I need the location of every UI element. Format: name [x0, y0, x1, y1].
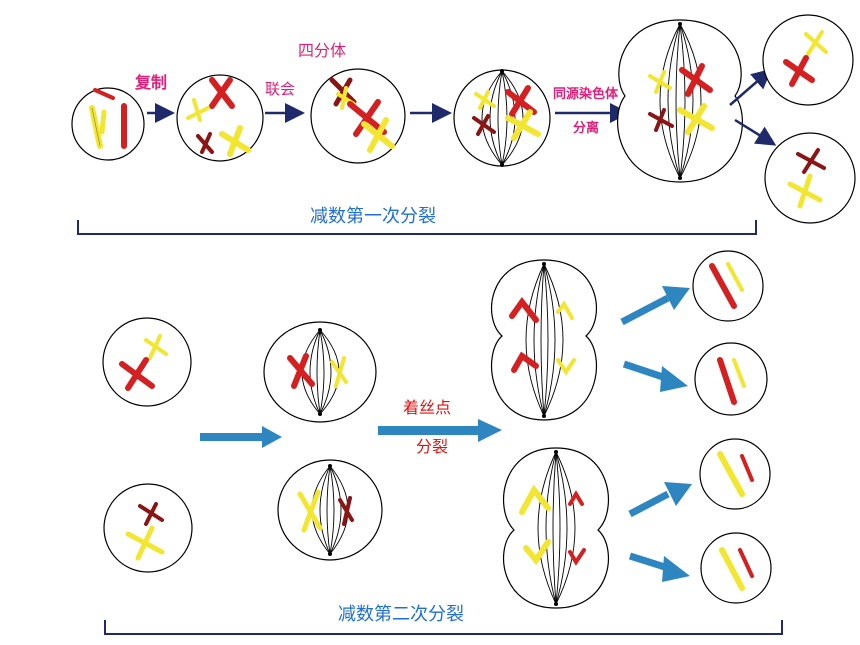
- arrow-gamete-4: [628, 552, 690, 582]
- label-centromere-split-2: 分裂: [416, 437, 448, 456]
- gamete-cell-2: [694, 342, 768, 416]
- spindle: [659, 23, 702, 179]
- arrow-gamete-3: [628, 482, 692, 518]
- chromatid: [509, 296, 539, 323]
- chromosome-replicated: [209, 77, 235, 109]
- chromosome: [138, 502, 164, 526]
- chromosome: [717, 451, 745, 497]
- label-homolog-separation-2: 分离: [573, 120, 599, 136]
- chromosome: [677, 103, 715, 135]
- gamete-cell-4: [700, 532, 772, 604]
- chromosome: [804, 30, 828, 56]
- cell-metaphase2-top: [263, 321, 377, 423]
- bracket-meiosis2: [104, 620, 783, 635]
- label-homolog-separation-1: 同源染色体: [553, 86, 619, 102]
- label-synapsis: 联会: [265, 80, 295, 98]
- gamete-cell-3: [699, 438, 771, 510]
- chromatid: [519, 484, 551, 515]
- chromosome-replicated: [196, 132, 214, 154]
- chromosome-replicated: [186, 98, 210, 122]
- chromosome: [783, 55, 815, 87]
- arrow-gamete-1: [620, 286, 690, 326]
- spindle: [537, 451, 576, 605]
- chromosome: [338, 496, 354, 526]
- label-meiosis2: 减数第二次分裂: [338, 604, 464, 625]
- cell-synapsis: [310, 68, 406, 164]
- cell-anaphase2-top: [490, 259, 598, 421]
- label-meiosis1: 减数第一次分裂: [310, 206, 436, 227]
- arrow-metaphase2: [200, 426, 282, 448]
- daughter-cell-2: [764, 132, 856, 224]
- spindle: [525, 263, 564, 417]
- label-tetrad: 四分体: [298, 41, 346, 60]
- chromosome: [709, 263, 737, 309]
- chromosome: [740, 454, 754, 482]
- chromosome: [648, 70, 672, 94]
- tetrad-chromosome: [361, 117, 395, 153]
- chromosome: [787, 173, 823, 209]
- cell-metaphase2-bottom: [277, 459, 383, 561]
- chromatid: [568, 490, 584, 506]
- chromosome: [796, 148, 826, 174]
- chromosome: [287, 353, 315, 389]
- chromosome-replicated: [219, 125, 251, 157]
- label-replication: 复制: [134, 73, 167, 92]
- chromosome: [738, 548, 754, 578]
- tetrad-chromosome: [329, 77, 357, 107]
- chromosome: [297, 489, 323, 533]
- bracket-meiosis1: [77, 220, 757, 235]
- chromosome: [717, 357, 737, 405]
- cell-replicated: [176, 74, 264, 162]
- chromatid: [556, 358, 576, 376]
- chromosome: [93, 88, 115, 100]
- cell-anaphase1: [617, 19, 743, 183]
- chromosome: [505, 85, 537, 117]
- chromosome: [648, 108, 674, 132]
- daughter-cell-1: [762, 14, 854, 106]
- chromosome: [474, 90, 496, 110]
- cell-interphase: [71, 87, 145, 161]
- cell-secondary-top: [102, 317, 192, 407]
- chromosome: [119, 357, 155, 391]
- chromatid: [568, 548, 586, 566]
- chromosome: [679, 63, 713, 97]
- chromosome: [125, 525, 165, 561]
- arrow-gamete-2: [622, 360, 688, 392]
- arrow-daughter-top: [729, 68, 772, 106]
- gamete-cell-1: [692, 250, 764, 322]
- chromatid: [556, 300, 574, 320]
- chromosome: [505, 109, 541, 141]
- arrow-daughter-bottom: [734, 118, 777, 146]
- chromosome: [330, 356, 348, 388]
- chromosome: [726, 262, 744, 292]
- chromosome: [719, 547, 745, 591]
- chromosome: [472, 114, 496, 136]
- tetrad-chromosome: [347, 99, 387, 137]
- chromosome: [144, 334, 168, 360]
- chromatid: [523, 539, 551, 566]
- chromosome: [99, 109, 107, 135]
- chromosome: [732, 358, 746, 388]
- cell-secondary-bottom: [103, 483, 193, 573]
- cell-anaphase2-bottom: [502, 447, 610, 609]
- chromatid: [511, 351, 539, 373]
- arrow-anaphase2: [378, 419, 502, 442]
- label-centromere-split-1: 着丝点: [403, 398, 451, 417]
- cell-metaphase1: [453, 69, 551, 167]
